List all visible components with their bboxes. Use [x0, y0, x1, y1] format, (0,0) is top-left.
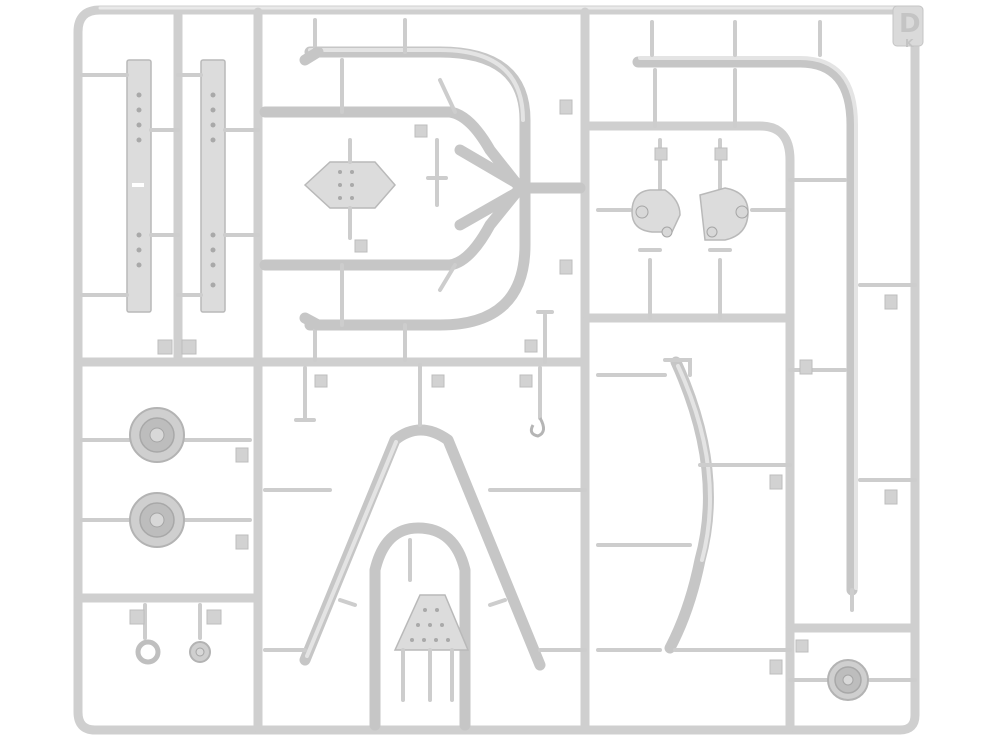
bent-tube-part: [632, 20, 917, 612]
a-frame-part: [263, 310, 587, 731]
part-strip-left: [80, 59, 260, 355]
curved-rod-part: [596, 356, 792, 675]
sprue-letter: D: [899, 9, 921, 39]
d-frame-part: [259, 18, 586, 362]
ring-parts: [129, 603, 222, 665]
wheel-parts-left: [80, 407, 252, 550]
sprue-sub-letter: K: [905, 37, 914, 50]
sprue-letter-tag: D K: [892, 5, 924, 50]
bracket-parts: [596, 138, 792, 320]
triangle-plate: [393, 594, 470, 651]
wheel-part-right: [788, 639, 917, 701]
